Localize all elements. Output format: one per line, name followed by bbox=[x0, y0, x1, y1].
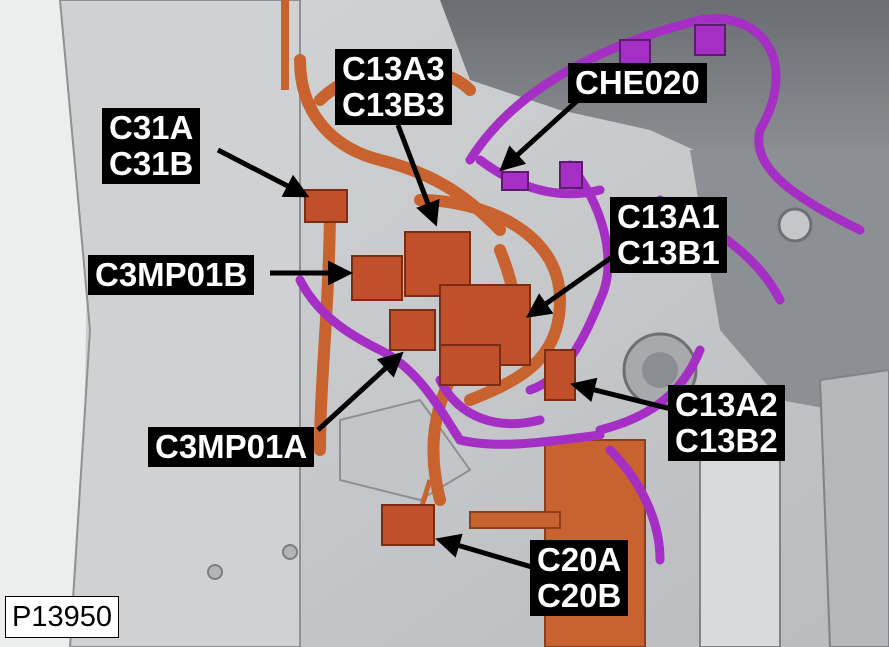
callout-c13-3: C13A3 C13B3 bbox=[335, 49, 452, 125]
callout-line: C31B bbox=[109, 145, 194, 182]
harness-clip bbox=[694, 24, 726, 56]
callout-line: C13B1 bbox=[617, 234, 720, 271]
callout-line: C3MP01B bbox=[95, 256, 248, 293]
arrow-c3mp01a bbox=[316, 351, 404, 432]
left-trim-panel bbox=[0, 0, 90, 647]
callout-line: C3MP01A bbox=[155, 428, 308, 465]
callout-line: C13A1 bbox=[617, 198, 720, 235]
callout-line: C13B2 bbox=[675, 422, 778, 459]
arrow-c20 bbox=[435, 533, 543, 573]
connector-c31 bbox=[304, 189, 348, 223]
right-bracket bbox=[818, 368, 889, 647]
callout-c3mp01a: C3MP01A bbox=[148, 427, 315, 467]
arrow-c31 bbox=[216, 147, 310, 198]
grommet-center bbox=[642, 352, 678, 388]
figure-id: P13950 bbox=[5, 596, 119, 638]
callout-line: C13A2 bbox=[675, 386, 778, 423]
callout-line: C31A bbox=[109, 109, 194, 146]
callout-line: C20B bbox=[537, 577, 622, 614]
arrow-c13-3 bbox=[395, 124, 440, 227]
callout-c13-1: C13A1 C13B1 bbox=[610, 197, 727, 273]
connector-c20 bbox=[381, 504, 435, 546]
copper-strap bbox=[469, 511, 561, 529]
connector-c13-inline bbox=[439, 344, 501, 386]
purple-harness bbox=[295, 14, 865, 565]
panel-hole bbox=[207, 564, 223, 580]
callout-line: C13B3 bbox=[342, 86, 445, 123]
callout-c31: C31A C31B bbox=[102, 108, 201, 184]
connector-c3mp01b bbox=[351, 255, 403, 301]
callout-c13-2: C13A2 C13B2 bbox=[668, 385, 785, 461]
arrow-che020 bbox=[499, 98, 580, 172]
connector-c3mp01a bbox=[389, 309, 436, 351]
door-inner-panel bbox=[58, 0, 301, 647]
callout-line: C20A bbox=[537, 541, 622, 578]
arrow-c13-2 bbox=[570, 377, 676, 413]
bolt-head bbox=[777, 207, 813, 243]
callout-line: C13A3 bbox=[342, 50, 445, 87]
callout-c20: C20A C20B bbox=[530, 540, 629, 616]
harness-clip bbox=[559, 161, 583, 189]
panel-hole bbox=[282, 544, 298, 560]
arrow-c13-1 bbox=[525, 252, 617, 318]
callout-che020: CHE020 bbox=[568, 63, 707, 103]
leader-arrows bbox=[216, 98, 676, 573]
connector-che020 bbox=[501, 171, 529, 191]
callout-c3mp01b: C3MP01B bbox=[88, 255, 255, 295]
callout-line: CHE020 bbox=[575, 64, 700, 101]
connector-c13-2 bbox=[544, 349, 576, 401]
